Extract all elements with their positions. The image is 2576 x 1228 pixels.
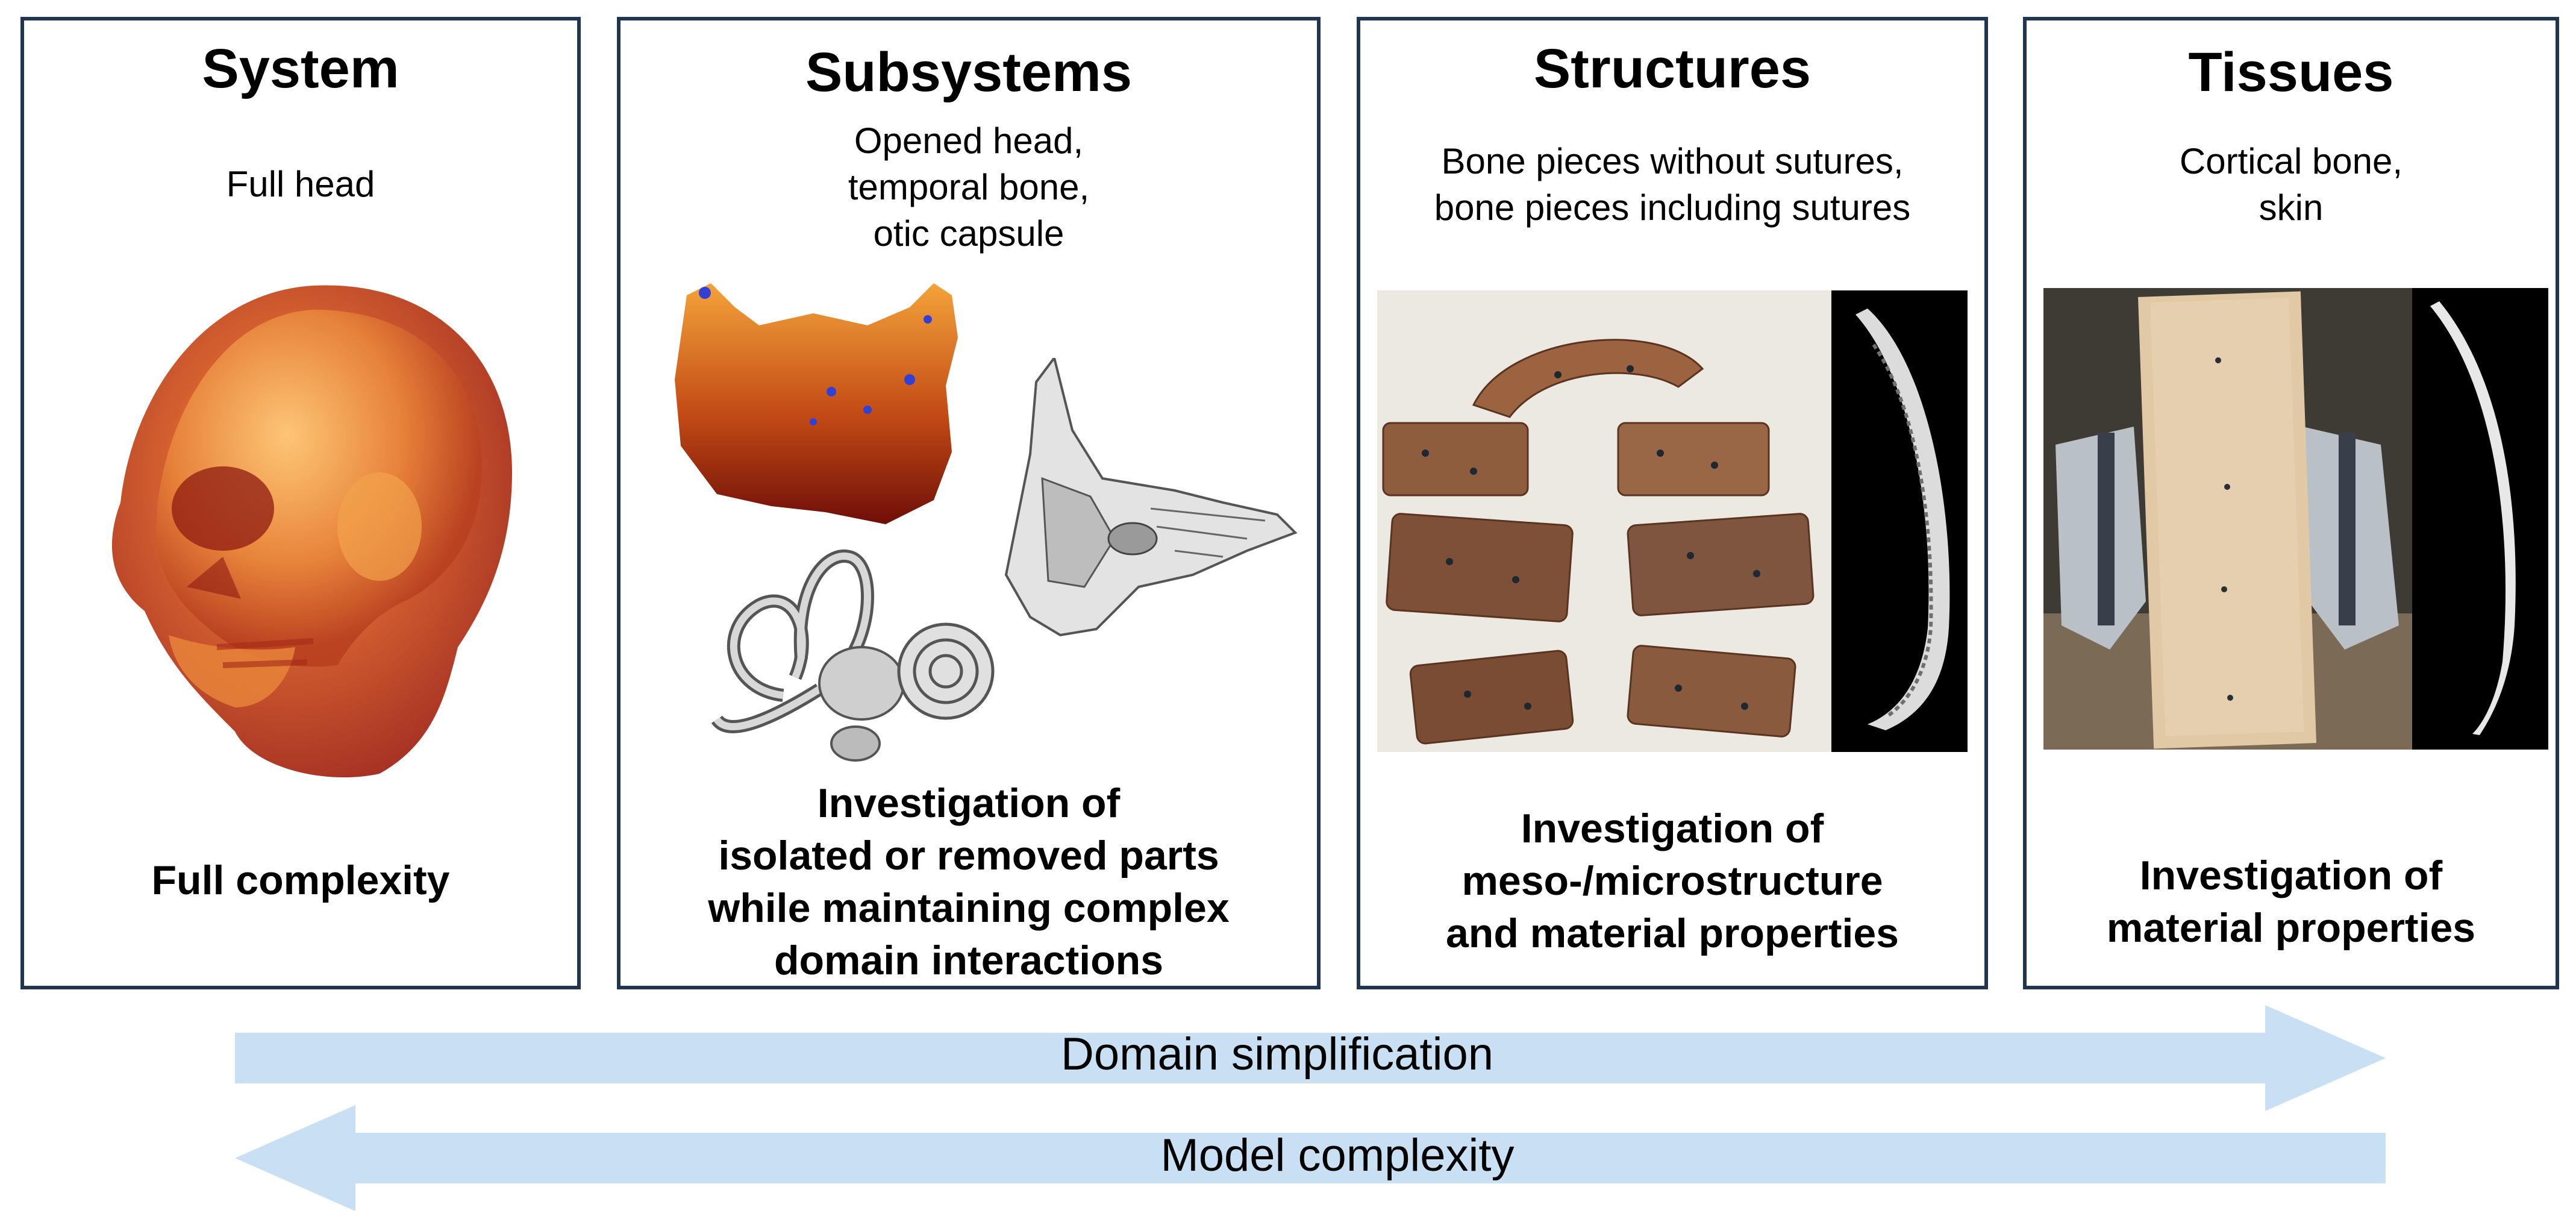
panel-subtitle: Full head <box>226 164 375 204</box>
bone-pieces-photo <box>1377 290 1835 752</box>
panel-system: System Full head Full complexity <box>20 17 581 989</box>
tissue-microct-slice <box>2412 288 2548 750</box>
domain-simplification-arrow <box>235 1005 2386 1111</box>
panel-title: Subsystems <box>805 42 1133 103</box>
panel-title: Structures <box>1533 38 1812 99</box>
panel-subtitle: Cortical bone, skin <box>2179 141 2403 228</box>
temporal-bone-drawing <box>1004 358 1298 637</box>
domain-simplification-label: Domain simplification <box>1060 1029 1494 1080</box>
panel-claim: Investigation of isolated or removed par… <box>708 780 1230 984</box>
temporal-bone-render <box>675 283 958 524</box>
model-complexity-label: Model complexity <box>1160 1130 1515 1181</box>
panel-claim: Full complexity <box>151 857 450 903</box>
panel-structures: Structures Bone pieces without sutures, … <box>1357 17 1988 989</box>
panel-title: System <box>202 38 399 99</box>
panel-subtitle: Opened head, temporal bone, otic capsule <box>848 121 1090 254</box>
skull-head-render <box>111 285 512 778</box>
panel-subsystems: Subsystems Opened head, temporal bone, o… <box>617 17 1321 989</box>
panel-claim: Investigation of meso-/microstructure an… <box>1445 806 1899 957</box>
cortical-bone-sample-photo <box>2043 288 2412 750</box>
panel-claim: Investigation of material properties <box>2106 853 2476 951</box>
panel-tissues: Tissues Cortical bone, skin Investigatio… <box>2023 17 2559 989</box>
bone-microct-slice <box>1831 290 1968 752</box>
model-complexity-arrow <box>235 1105 2386 1211</box>
panel-subtitle: Bone pieces without sutures, bone pieces… <box>1434 141 1911 228</box>
inner-ear-labyrinth-drawing <box>711 549 995 762</box>
panel-title: Tissues <box>2188 42 2394 103</box>
